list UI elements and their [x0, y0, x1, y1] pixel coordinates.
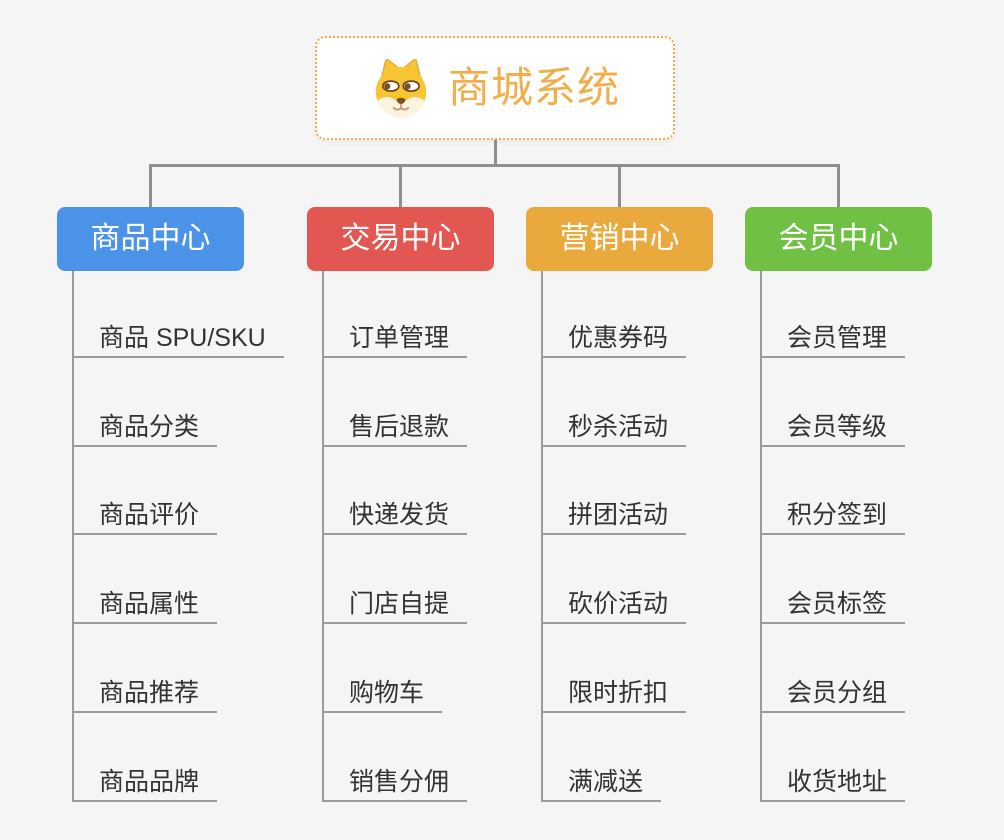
- child-node[interactable]: 商品推荐: [72, 678, 218, 713]
- child-node[interactable]: 订单管理: [322, 323, 468, 358]
- connector-root-stub: [494, 140, 497, 165]
- child-node[interactable]: 优惠券码: [541, 323, 687, 358]
- branch-header-trade-center[interactable]: 交易中心: [307, 207, 494, 271]
- connector-drop-line: [837, 164, 840, 208]
- branch-trunk-line: [322, 271, 324, 801]
- child-node[interactable]: 快递发货: [322, 500, 468, 535]
- child-node[interactable]: 收货地址: [760, 767, 906, 802]
- child-node[interactable]: 满减送: [541, 767, 662, 802]
- connector-horizontal-bar: [149, 164, 840, 167]
- branch-label: 交易中心: [340, 222, 461, 255]
- branch-trunk-line: [541, 271, 543, 801]
- child-node[interactable]: 销售分佣: [322, 767, 468, 802]
- child-node[interactable]: 秒杀活动: [541, 412, 687, 447]
- child-node[interactable]: 限时折扣: [541, 678, 687, 713]
- child-node[interactable]: 门店自提: [322, 589, 468, 624]
- child-node[interactable]: 会员标签: [760, 589, 906, 624]
- child-node[interactable]: 砍价活动: [541, 589, 687, 624]
- root-title: 商城系统: [447, 64, 620, 111]
- child-node[interactable]: 会员管理: [760, 323, 906, 358]
- connector-drop-line: [399, 164, 402, 208]
- branch-label: 营销中心: [559, 222, 680, 255]
- child-node[interactable]: 购物车: [322, 678, 443, 713]
- connector-drop-line: [618, 164, 621, 208]
- root-node[interactable]: 商城系统: [315, 36, 675, 140]
- branch-header-product-center[interactable]: 商品中心: [57, 207, 244, 271]
- branch-trunk-line: [760, 271, 762, 801]
- dog-face-icon: [375, 58, 427, 118]
- branch-label: 会员中心: [778, 222, 899, 255]
- branch-header-marketing-center[interactable]: 营销中心: [526, 207, 713, 271]
- child-node[interactable]: 售后退款: [322, 412, 468, 447]
- child-node[interactable]: 拼团活动: [541, 500, 687, 535]
- child-node[interactable]: 商品品牌: [72, 767, 218, 802]
- child-node[interactable]: 会员等级: [760, 412, 906, 447]
- child-node[interactable]: 会员分组: [760, 678, 906, 713]
- child-node[interactable]: 商品属性: [72, 589, 218, 624]
- child-node[interactable]: 商品分类: [72, 412, 218, 447]
- child-node[interactable]: 商品评价: [72, 500, 218, 535]
- branch-trunk-line: [72, 271, 74, 801]
- branch-header-member-center[interactable]: 会员中心: [745, 207, 932, 271]
- child-node[interactable]: 积分签到: [760, 500, 906, 535]
- child-node[interactable]: 商品 SPU/SKU: [72, 323, 284, 358]
- connector-drop-line: [149, 164, 152, 208]
- branch-label: 商品中心: [90, 222, 211, 255]
